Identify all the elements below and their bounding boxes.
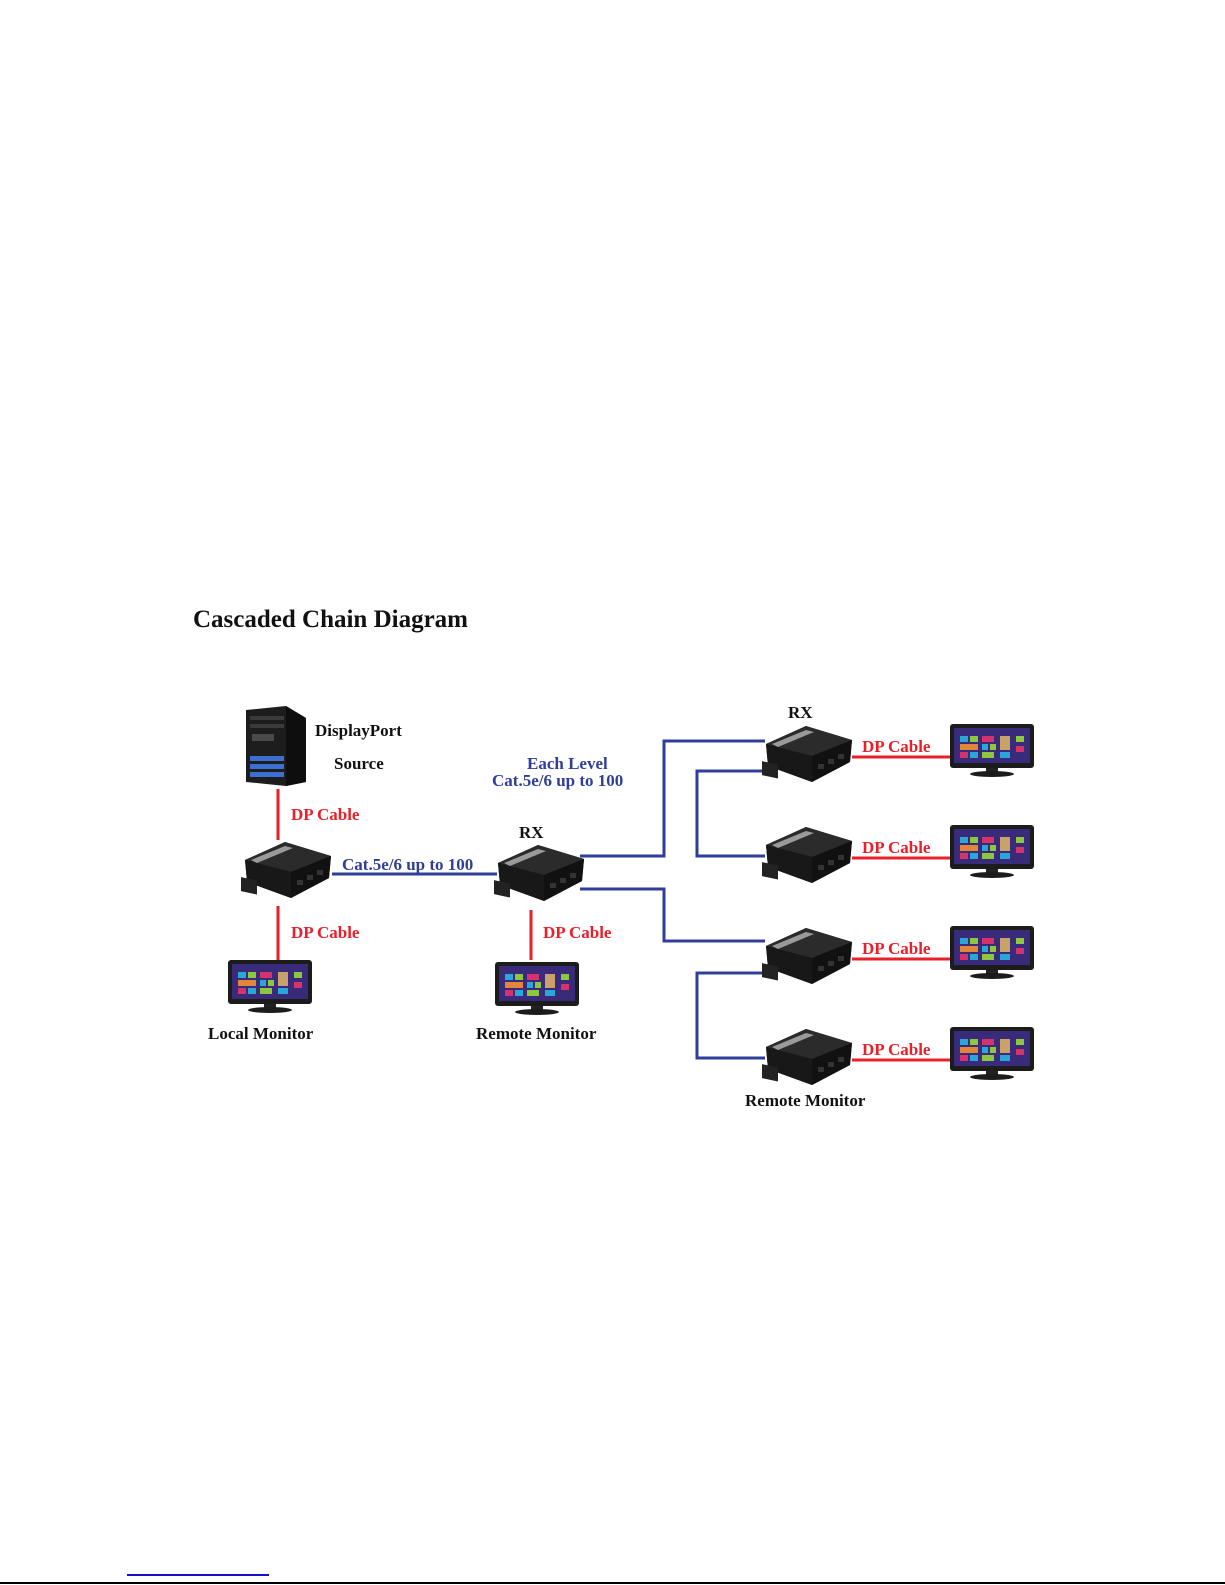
dp-cable-label-rx4: DP Cable (862, 1040, 931, 1059)
remote-monitor-chain-label: Remote Monitor (745, 1091, 866, 1110)
footer-divider (0, 1582, 1225, 1584)
local-monitor-icon (228, 960, 312, 1013)
source-label-line1: DisplayPort (315, 721, 402, 740)
dp-cable-label-rx3: DP Cable (862, 939, 931, 958)
rx-chain-label: RX (788, 703, 813, 722)
footer-link-underline[interactable] (127, 1574, 269, 1576)
local-monitor-label: Local Monitor (208, 1024, 314, 1043)
dp-cable-label-local: DP Cable (291, 923, 360, 942)
rx-main-label: RX (519, 823, 544, 842)
remote-monitor-label: Remote Monitor (476, 1024, 597, 1043)
pc-tower-icon (246, 706, 306, 786)
cat-cable-rx1-rx2 (697, 771, 765, 856)
dp-cable-label-rx1: DP Cable (862, 737, 931, 756)
level-note-line2: Cat.5e/6 up to 100 (492, 771, 623, 790)
remote-monitor-icon (495, 962, 579, 1015)
source-label-line2: Source (334, 754, 384, 773)
remote-monitor-3-icon (950, 926, 1034, 979)
rx-extender-icon (494, 845, 584, 901)
rx-chain-3-icon (762, 928, 852, 984)
dp-cable-label-rx2: DP Cable (862, 838, 931, 857)
cat-cable-rx-rx1 (580, 741, 765, 856)
tx-extender-icon (241, 842, 331, 898)
remote-monitor-4-icon (950, 1027, 1034, 1080)
rx-chain-2-icon (762, 827, 852, 883)
cat-cable-label: Cat.5e/6 up to 100 (342, 855, 473, 874)
dp-cable-label-source: DP Cable (291, 805, 360, 824)
dp-cable-label-remote: DP Cable (543, 923, 612, 942)
rx-chain-1-icon (762, 726, 852, 782)
rx-chain-4-icon (762, 1029, 852, 1085)
cat-cable-rx3-rx4 (697, 973, 765, 1058)
remote-monitor-2-icon (950, 825, 1034, 878)
remote-monitor-1-icon (950, 724, 1034, 777)
